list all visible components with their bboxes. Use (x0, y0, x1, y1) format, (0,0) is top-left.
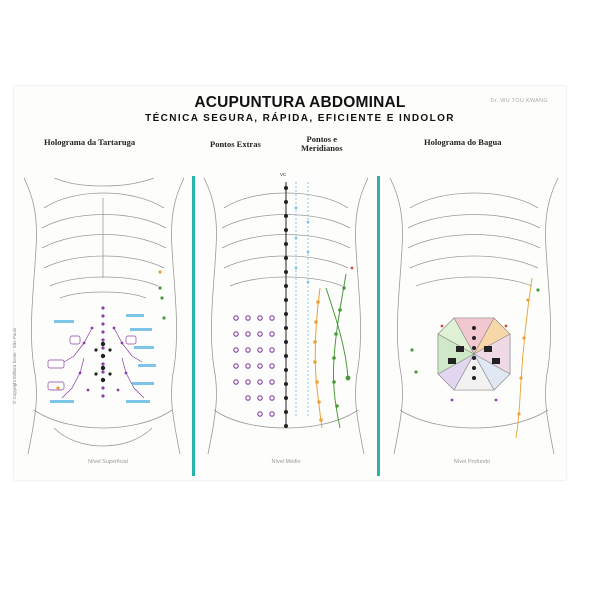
extra-points-panel: VC Nível Médio (196, 172, 376, 465)
torso-outline-left (23, 178, 37, 454)
chart-subtitle: TÉCNICA SEGURA, RÁPIDA, EFICIENTE E INDO… (145, 113, 455, 124)
vc-axis-label: VC (280, 172, 287, 177)
turtle-hologram-points (47, 270, 166, 403)
level-superficial: Nível Superficial (88, 459, 128, 465)
panel-title-bagua: Holograma do Bagua (424, 137, 502, 147)
panel-title-turtle: Holograma da Tartaruga (44, 137, 136, 147)
bagua-octagon (437, 317, 511, 391)
stomach-meridian-line (314, 287, 323, 429)
bagua-torso-figure (389, 178, 559, 454)
chest-line (53, 178, 155, 187)
bagua-meridian-lines (515, 277, 533, 439)
panel-divider-1 (192, 176, 195, 476)
meridian-title-line1: Pontos e (306, 134, 338, 144)
turtle-torso-figure (23, 178, 185, 454)
panel-title-extra-points: Pontos Extras (210, 139, 261, 149)
meridians-torso-figure (203, 178, 369, 454)
conception-vessel-line (284, 182, 288, 428)
extra-points-grid (233, 315, 275, 417)
pelvis-line (33, 409, 173, 429)
bagua-center-points (448, 326, 500, 380)
level-medium: Nível Médio (271, 459, 301, 465)
level-deep: Nível Profundo (453, 459, 491, 465)
panel-divider-2 (377, 176, 380, 476)
author-label: Dr. WU TOU KWANG (490, 98, 548, 104)
chart-poster (14, 86, 566, 480)
meridian-title-line2: Meridianos (301, 143, 343, 153)
torso-outline-right (171, 178, 185, 454)
chart-title: ACUPUNTURA ABDOMINAL (194, 94, 406, 111)
kidney-meridian-line (295, 182, 309, 418)
rib-cage (59, 291, 147, 299)
bagua-hologram-panel: Nível Profundo (382, 178, 566, 465)
turtle-hologram-panel: Nível Superficial (14, 178, 192, 465)
